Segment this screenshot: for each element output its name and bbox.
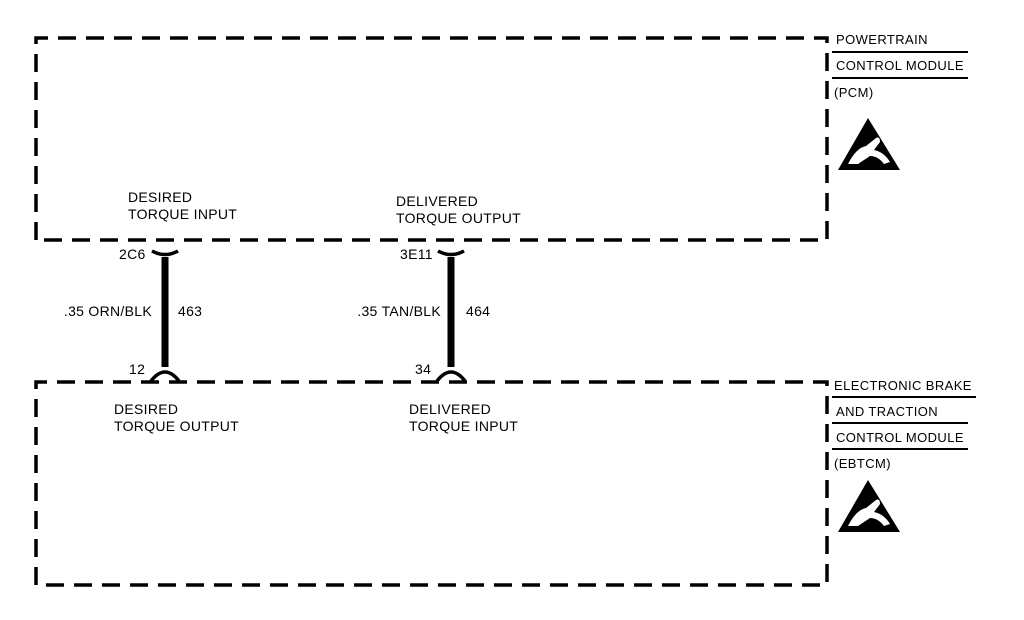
wire-463: 2C6 12 .35 ORN/BLK 463 [64, 246, 202, 383]
wire-gauge-color: .35 TAN/BLK [357, 303, 441, 319]
ebtcm-terminal-label: TORQUE OUTPUT [114, 418, 239, 434]
pcm-terminal-label: TORQUE INPUT [128, 206, 237, 222]
ebtcm-name-line2: AND TRACTION [836, 404, 938, 419]
pcm-terminal-label: DESIRED [128, 189, 192, 205]
ebtcm-terminal-label: DESIRED [114, 401, 178, 417]
esd-sensitive-icon [838, 118, 900, 170]
ebtcm-module-name: ELECTRONIC BRAKE AND TRACTION CONTROL MO… [832, 378, 976, 471]
connector-female [435, 370, 467, 383]
ebtcm-name-line3: CONTROL MODULE [836, 430, 964, 445]
pin-number: 34 [415, 361, 431, 377]
pcm-module-name: POWERTRAIN CONTROL MODULE (PCM) [832, 32, 968, 100]
pcm-terminal-label: DELIVERED [396, 193, 478, 209]
ebtcm-abbr: (EBTCM) [834, 456, 891, 471]
ebtcm-module-boundary [34, 380, 829, 587]
connector-female [151, 249, 179, 257]
esd-sensitive-icon [838, 480, 900, 532]
ebtcm-terminal-label: DELIVERED [409, 401, 491, 417]
pcm-module-boundary [34, 36, 829, 242]
pcm-abbr: (PCM) [834, 85, 874, 100]
pcm-name-line2: CONTROL MODULE [836, 58, 964, 73]
ebtcm-terminal-label: TORQUE INPUT [409, 418, 518, 434]
pin-number: 3E11 [400, 246, 433, 262]
pin-number: 12 [129, 361, 145, 377]
ebtcm-name-line1: ELECTRONIC BRAKE [834, 378, 972, 393]
connector-female [149, 370, 181, 383]
wire-circuit-number: 463 [178, 303, 202, 319]
pcm-name-line1: POWERTRAIN [836, 32, 928, 47]
pcm-terminal-label: TORQUE OUTPUT [396, 210, 521, 226]
wire-464: 3E11 34 .35 TAN/BLK 464 [357, 246, 490, 383]
wire-gauge-color: .35 ORN/BLK [64, 303, 152, 319]
wire-circuit-number: 464 [466, 303, 490, 319]
pin-number: 2C6 [119, 246, 146, 262]
connector-female [437, 249, 465, 257]
